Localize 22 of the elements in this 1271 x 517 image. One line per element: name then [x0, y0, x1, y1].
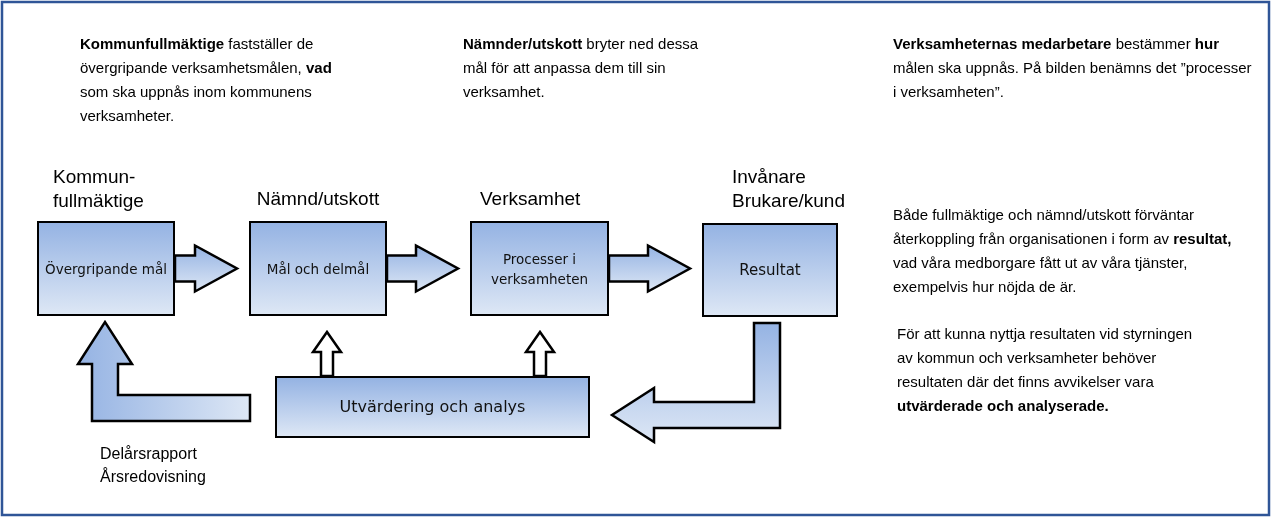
block-arrow	[173, 243, 240, 294]
box-label: Utvärdering och analys	[338, 397, 527, 417]
block-arrow	[607, 243, 693, 294]
box-label: Övergripande mål	[44, 259, 168, 279]
description-text: Både fullmäktige och nämnd/utskott förväntar återkoppling från organisationen i form av resultat, vad våra medborgare fått ut av våra tjänster, exempelvis hur nöjda de är.	[893, 205, 1233, 297]
block-arrow	[75, 319, 252, 423]
description-text: Kommunfullmäktige fastställer de övergripande verksamhetsmålen, vad som ska uppnås inom kommunens verksamheter.	[80, 34, 333, 126]
hollow-arrow	[310, 329, 344, 378]
box-label: Mål och delmål	[265, 259, 371, 279]
block-arrow	[385, 243, 461, 294]
box-label: Resultat	[738, 260, 802, 280]
hollow-arrow	[523, 329, 557, 378]
stage-heading: Kommun- fullmäktige	[53, 165, 145, 213]
description-text: Nämnder/utskott bryter ned dessa mål för att anpassa dem till sin verksamhet.	[463, 34, 700, 102]
box-label: Processer i verksamheten	[489, 249, 590, 289]
stage-heading: Nämnd/utskott	[256, 187, 380, 211]
process-box	[275, 376, 590, 438]
block-arrow	[609, 321, 782, 445]
stage-heading: Invånare Brukare/kund	[732, 165, 846, 213]
description-text: Verksamheternas medarbetare bestämmer hur målen ska uppnås. På bilden benämns det ”processer i verksamheten”.	[893, 34, 1253, 102]
description-text: För att kunna nyttja resultaten vid styrningen av kommun och verksamheter behöver resultaten där det finns avvikelser vara utvärderade och analyserade.	[897, 324, 1194, 416]
stage-heading: Verksamhet	[480, 187, 581, 211]
